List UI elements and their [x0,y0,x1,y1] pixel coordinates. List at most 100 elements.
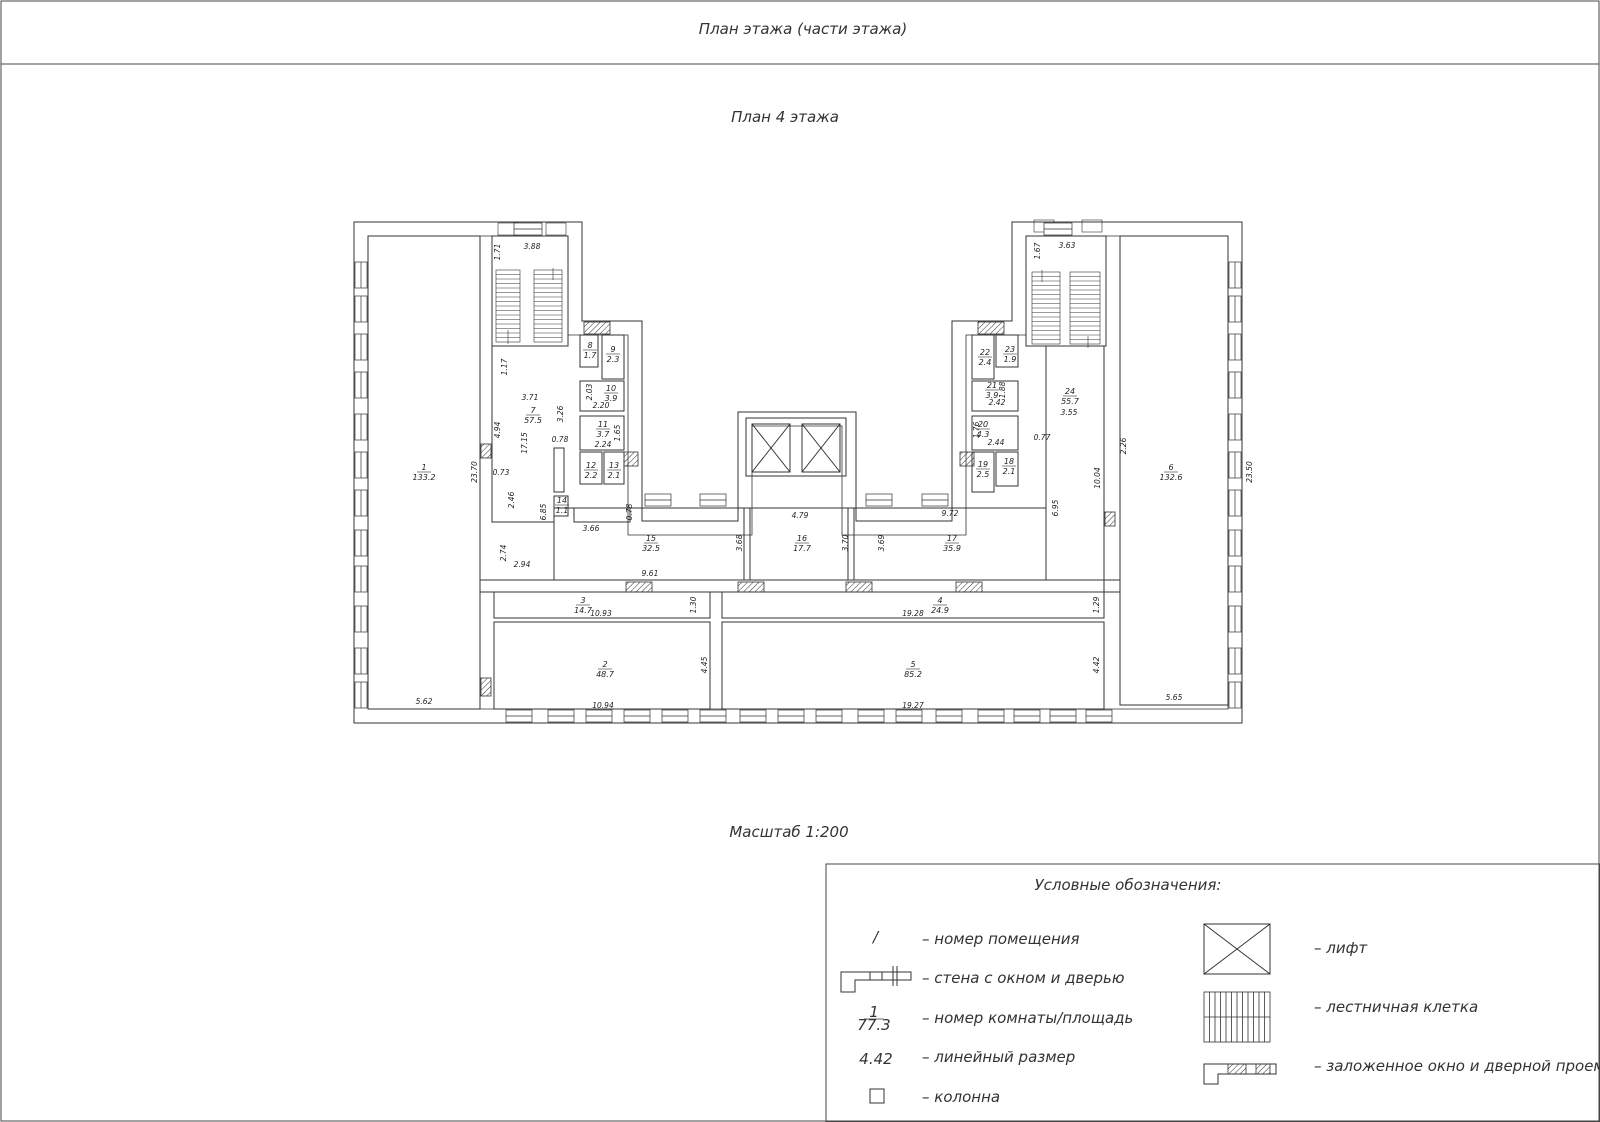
window [354,647,368,675]
room-area: 35.9 [943,544,961,553]
dimension-label: 0.73 [493,468,510,477]
room-area: 48.7 [596,670,615,679]
window [354,261,368,289]
room-label: 81.7 [583,341,597,360]
dimension-label: 2.26 [1119,437,1128,454]
legend-sample-room-num: 1 [869,1003,879,1021]
window [1228,605,1242,633]
room-9-outline [601,334,625,380]
blocked-opening [737,581,765,593]
room-22-outline [971,334,995,380]
room-area: 57.5 [524,416,542,425]
room-number: 18 [1004,457,1014,466]
room-number: 8 [587,341,592,350]
corridor-wall [480,579,1120,593]
room-label: 424.9 [931,596,949,615]
window [354,451,368,479]
window [1085,709,1113,723]
dimension-label: 0.78 [552,435,569,444]
blocked-opening [480,677,492,697]
room-area: 133.2 [413,473,436,482]
room-number: 9 [610,345,615,354]
window [354,605,368,633]
dimension-label: 3.70 [841,534,850,551]
room-area: 3.7 [597,430,611,439]
stair-flight [1069,271,1101,345]
legend: Условные обозначения: / – номер помещени… [825,863,1600,1122]
elevator-block [745,417,847,477]
counter-outline [573,507,631,523]
dimension-label: 3.63 [1059,241,1076,250]
room-area: 85.2 [904,670,922,679]
room-area: 55.7 [1061,397,1080,406]
dimension-label: 3.55 [1061,408,1078,417]
window [547,709,575,723]
window [895,709,923,723]
blocked-opening [480,443,492,459]
plan-title: План 4 этажа [731,108,839,126]
room-number: 4 [937,596,942,605]
dimension-label: 4.94 [493,421,502,438]
legend-title: Условные обозначения: [1035,876,1222,894]
room-area: 2.1 [608,471,621,480]
legend-label-room-area: – номер комнаты/площадь [922,1009,1133,1027]
dimension-label: 3.88 [524,242,541,251]
window [921,493,949,507]
room-number: 22 [980,348,990,357]
dimension-label: 2.46 [507,491,516,508]
room-label: 231.9 [1003,345,1017,364]
legend-sample-wall-window-door [840,966,912,993]
window [644,493,672,507]
dimension-label: 4.42 [1092,656,1101,673]
windows [354,222,1242,723]
room-number: 19 [978,460,988,469]
room-area: 2.5 [977,470,990,479]
dimension-label: 2.03 [585,383,594,400]
legend-label-elevator: – лифт [1314,939,1368,957]
blocked-openings [480,321,1116,697]
window [1228,647,1242,675]
window [1228,261,1242,289]
room-20-outline [971,415,1019,451]
room-number: 10 [606,384,616,393]
room-area: 14.7 [574,606,593,615]
window [977,709,1005,723]
duct-outline [553,447,565,493]
window [1228,529,1242,557]
blocked-opening [845,581,873,593]
header-title: План этажа (части этажа) [699,20,907,38]
dimension-label: 19.27 [902,701,924,710]
window [777,709,805,723]
room-number: 14 [557,496,567,505]
legend-label-column: – колонна [922,1088,1000,1106]
room-area: 2.2 [585,471,598,480]
room-number: 21 [987,381,997,390]
dimension-label: 3.71 [522,393,539,402]
room-number: 6 [1168,463,1173,472]
dimension-label: 1.88 [998,381,1007,398]
room-number: 23 [1005,345,1015,354]
blocked-opening [625,581,653,593]
room-12-outline [579,451,603,485]
legend-frame [825,863,1600,1122]
window [1228,413,1242,441]
window [1049,709,1077,723]
dimension-label: 3.26 [556,405,565,422]
window [354,371,368,399]
blocked-opening [959,451,975,467]
room-area: 2.4 [979,358,992,367]
window [354,529,368,557]
dimension-label: 1.29 [1092,596,1101,613]
dimension-label: 17.15 [520,432,529,454]
window [935,709,963,723]
legend-label-linear-size: – линейный размер [922,1048,1075,1066]
window [865,493,893,507]
dimension-label: 4.79 [792,511,809,520]
room-number: 7 [530,406,536,415]
dimension-label: 2.74 [499,544,508,561]
room-area: 3.9 [605,394,618,403]
